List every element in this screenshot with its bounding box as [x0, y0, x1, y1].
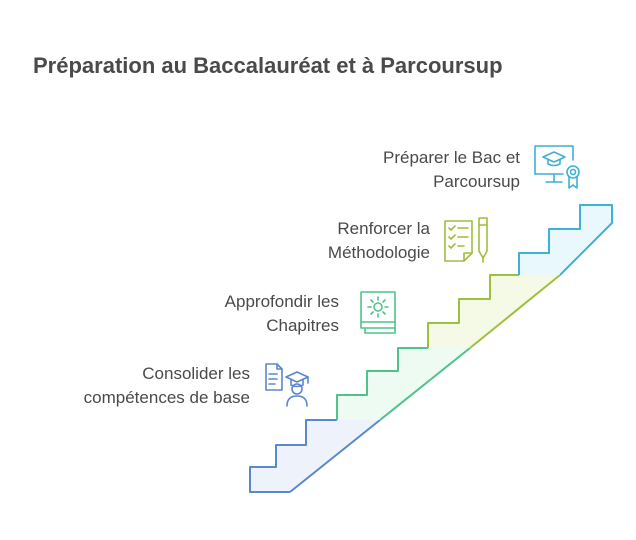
stair-segment-1 [249, 419, 381, 493]
stair-segment-2 [336, 347, 471, 421]
step-label-2: Approfondir les Chapitres [224, 292, 339, 335]
step-label-4: Préparer le Bac et Parcoursup [382, 148, 520, 191]
stair-segment-4 [518, 204, 613, 276]
monitor-certificate-icon [534, 145, 580, 189]
student-graduate-icon [265, 363, 309, 407]
checklist-pen-icon [444, 217, 488, 263]
book-gear-icon [360, 291, 396, 334]
stair-segment-3 [427, 274, 561, 349]
diagram-title: Préparation au Baccalauréat et à Parcour… [33, 53, 503, 78]
step-label-3: Renforcer la Méthodologie [327, 219, 430, 262]
step-label-1: Consolider les compétences de base [83, 364, 250, 407]
